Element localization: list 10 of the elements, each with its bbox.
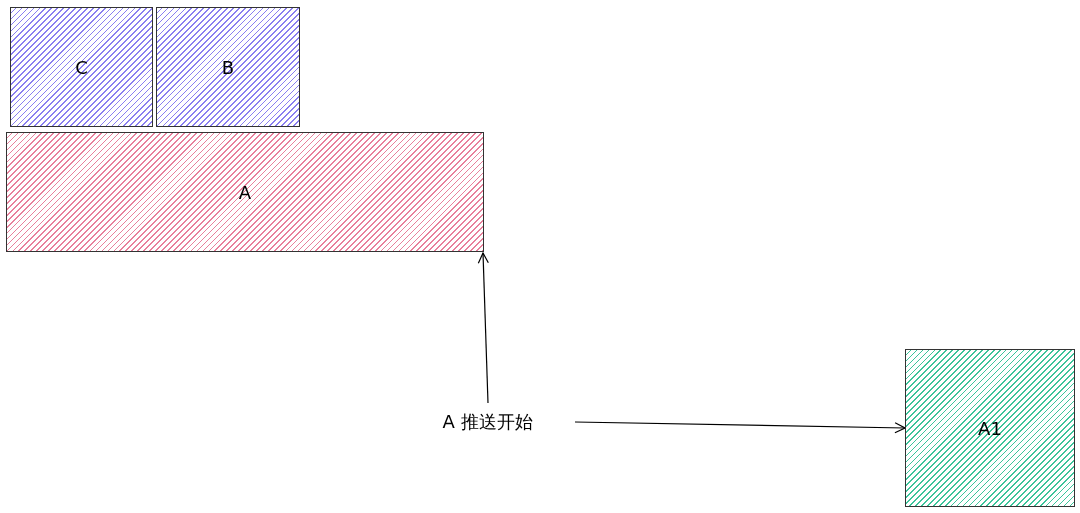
box-label: C [75,56,88,78]
text-label: A 推送开始 [425,405,550,439]
box-label: A [238,181,252,203]
hatched-box [10,7,153,127]
arrow [477,252,489,404]
box-label: B [221,56,235,78]
arrow [574,421,906,434]
hatched-box [6,132,484,252]
hatched-box [156,7,300,127]
hatched-box [905,349,1075,507]
